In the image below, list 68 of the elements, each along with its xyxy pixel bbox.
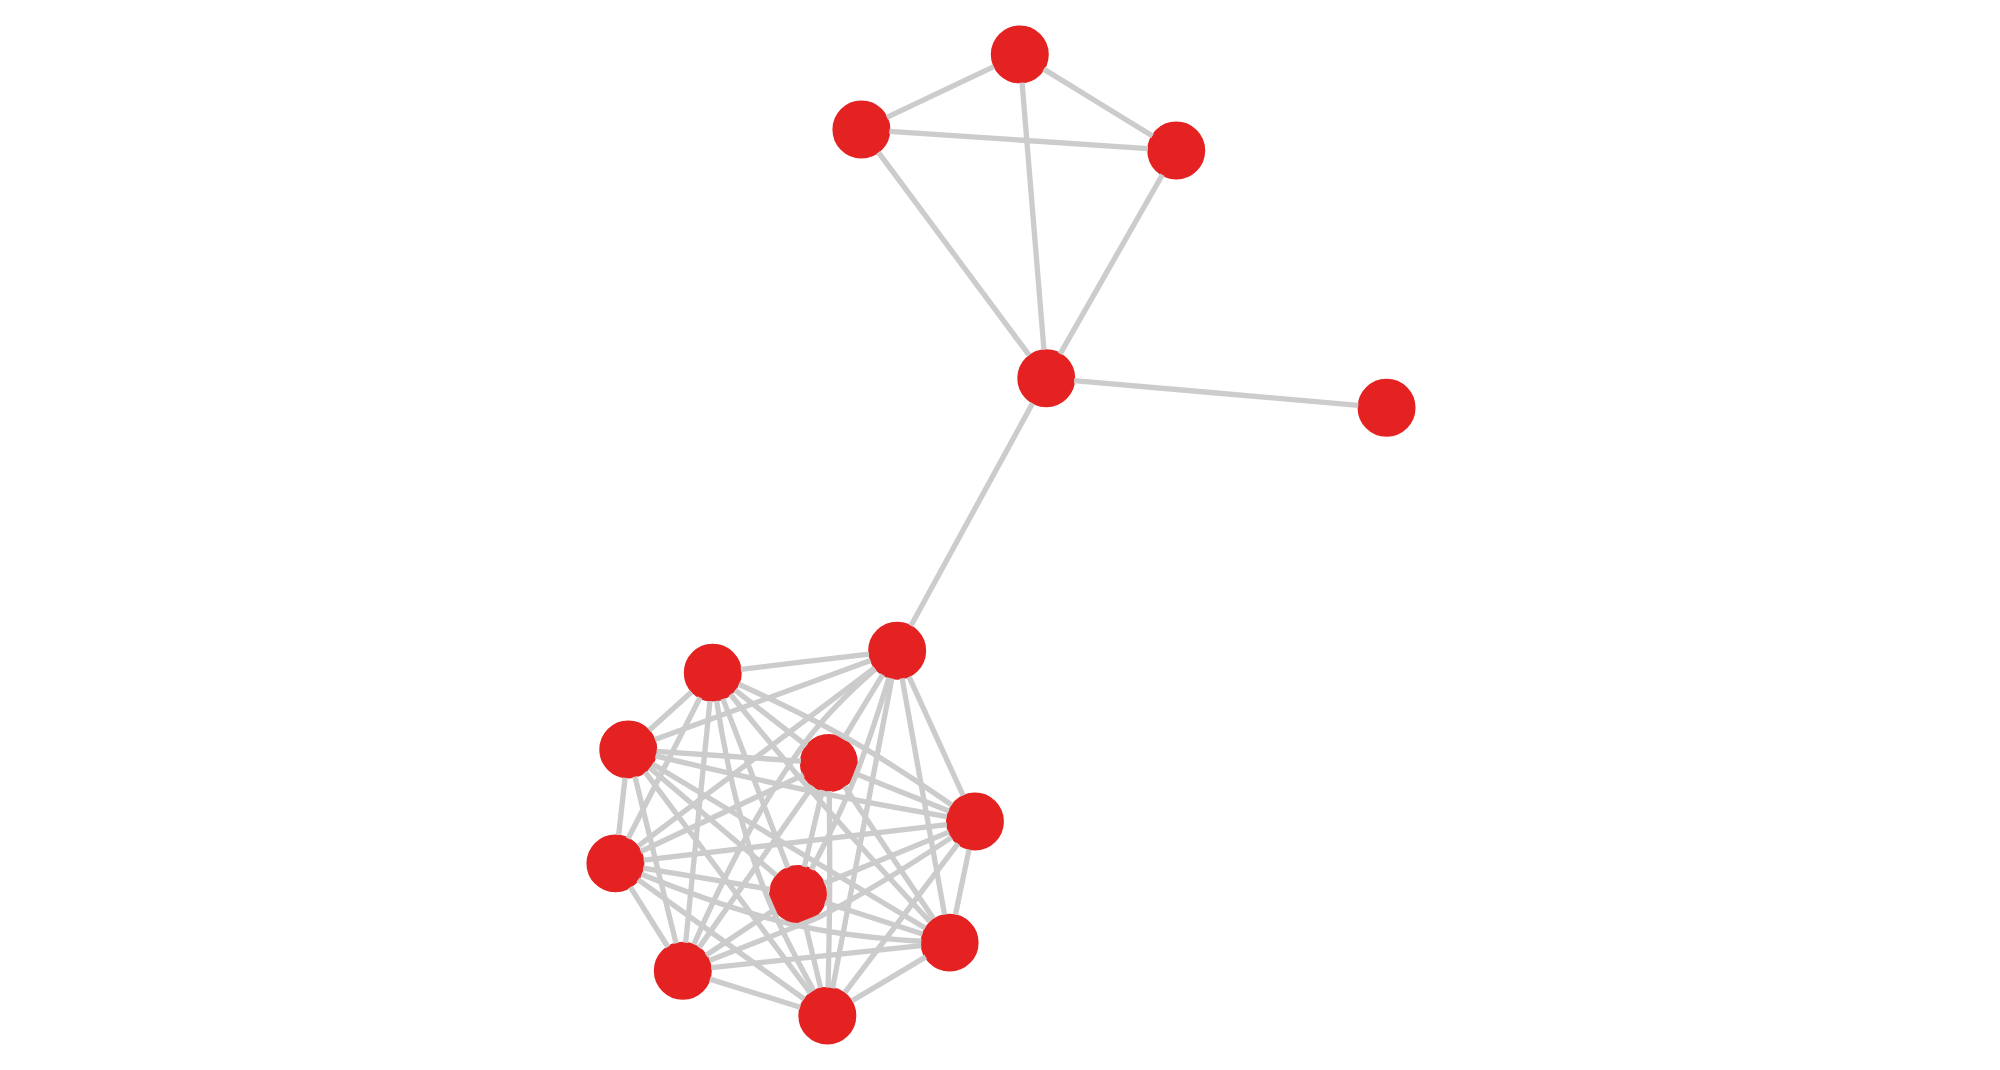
connector (627, 885, 670, 949)
connector (824, 791, 832, 988)
connector (1018, 82, 1046, 350)
connector (898, 677, 947, 916)
connector (635, 877, 805, 1002)
connector (646, 690, 693, 733)
connector (710, 942, 921, 971)
connector (682, 700, 712, 943)
connector (713, 700, 815, 992)
connector (708, 976, 800, 1010)
connector (690, 667, 876, 946)
connector (951, 848, 971, 916)
connector (641, 865, 770, 892)
connector (642, 770, 812, 995)
connector (888, 128, 1148, 152)
connector (841, 785, 935, 921)
connector (655, 748, 801, 764)
connector (635, 665, 876, 849)
connector (875, 150, 1031, 357)
node-circle (798, 734, 857, 793)
connector (1041, 66, 1153, 139)
connector (800, 920, 823, 989)
node-circle (989, 25, 1048, 84)
connector (647, 765, 777, 878)
connector (624, 696, 702, 840)
node-circle (944, 792, 1003, 851)
node-circle (797, 986, 856, 1045)
connector (653, 753, 947, 820)
connector (703, 907, 776, 958)
connector (739, 651, 869, 672)
connector (736, 681, 953, 808)
connector (695, 784, 814, 950)
connector (615, 777, 627, 835)
connector (905, 675, 965, 797)
connector (631, 775, 678, 944)
connector (653, 658, 871, 743)
connector (719, 697, 790, 869)
node-circle (652, 941, 711, 1000)
connector (707, 835, 952, 963)
connector (642, 822, 947, 863)
node-circle (585, 834, 644, 893)
node-circle (919, 913, 978, 972)
connector (823, 900, 923, 937)
connector (639, 871, 921, 944)
connector (822, 829, 949, 886)
connector (849, 954, 927, 1004)
node-circle (867, 621, 926, 680)
connector (1072, 378, 1358, 408)
connector (840, 673, 884, 741)
node-circle (831, 100, 890, 159)
connector (852, 770, 949, 814)
connector (828, 678, 894, 989)
connector (884, 64, 994, 120)
connector (1056, 173, 1164, 356)
node-circle (682, 643, 741, 702)
node-circle (1356, 378, 1415, 437)
connector (907, 402, 1034, 627)
connector (732, 688, 808, 748)
connector (808, 676, 891, 871)
connector (727, 692, 931, 924)
node-circle (598, 720, 657, 779)
node-circle (1016, 349, 1075, 408)
connector (800, 789, 825, 868)
connector (841, 842, 960, 995)
connector (638, 772, 804, 854)
connector (650, 761, 926, 931)
node-circle (1146, 121, 1205, 180)
node-circle (768, 864, 826, 923)
